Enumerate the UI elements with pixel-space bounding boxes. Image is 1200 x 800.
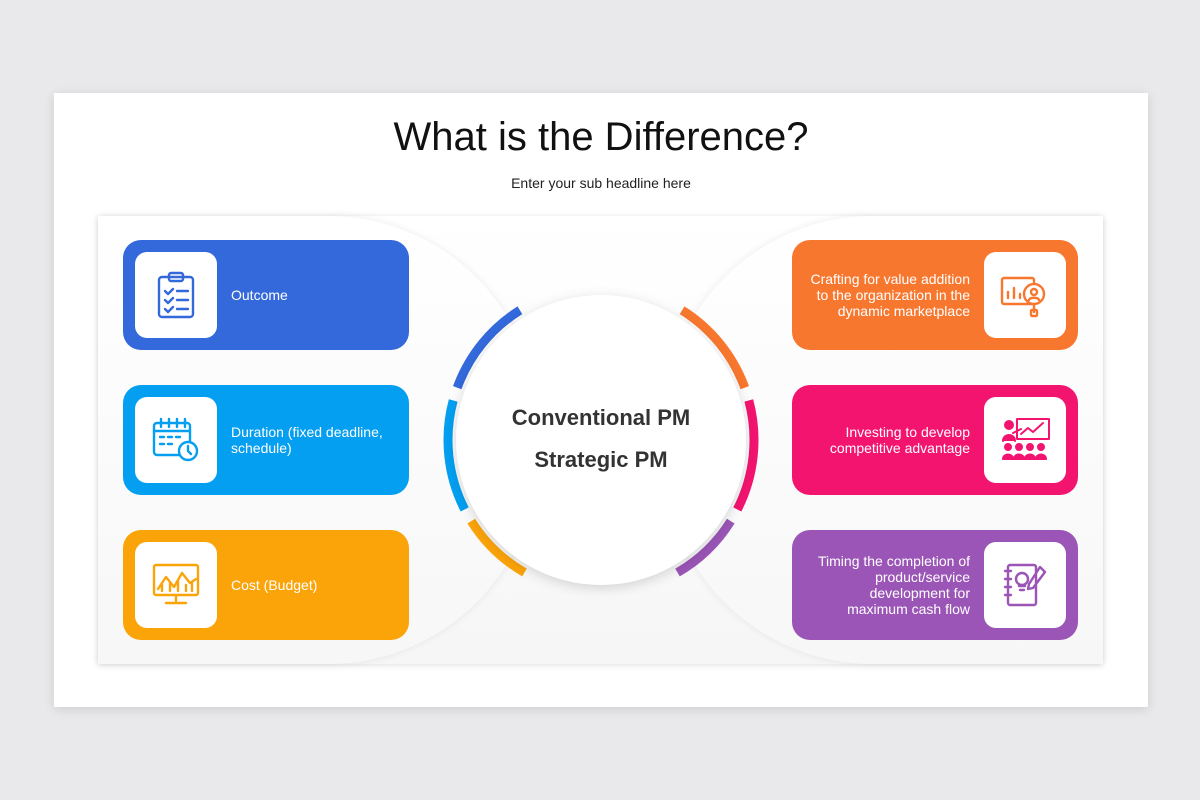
ring-segment-yellow	[467, 518, 527, 577]
card-duration: Duration (fixed deadline, schedule)	[123, 385, 409, 495]
card-timing-completion: Timing the completion of product/service…	[792, 530, 1078, 640]
chart-monitor-icon	[135, 542, 217, 628]
card-label: Timing the completion of product/service…	[818, 553, 970, 617]
ring-segment-purple	[675, 518, 735, 577]
ring-segment-orange	[679, 306, 749, 390]
center-circle: Conventional PM Strategic PM	[456, 295, 746, 585]
subtitle: Enter your sub headline here	[511, 175, 691, 191]
card-label: Duration (fixed deadline, schedule)	[231, 424, 383, 456]
card-label: Outcome	[231, 287, 288, 303]
presentation-audience-icon	[984, 397, 1066, 483]
page-title: What is the Difference?	[393, 115, 809, 159]
slide: What is the Difference? Enter your sub h…	[54, 93, 1148, 707]
ring-segment-pink	[733, 399, 759, 512]
card-outcome: Outcome	[123, 240, 409, 350]
idea-notebook-icon	[984, 542, 1066, 628]
card-label: Cost (Budget)	[231, 577, 318, 593]
card-competitive-advantage: Investing to develop competitive advanta…	[792, 385, 1078, 495]
calendar-clock-icon	[135, 397, 217, 483]
card-label: Crafting for value addition to the organ…	[810, 271, 970, 319]
card-value-addition: Crafting for value addition to the organ…	[792, 240, 1078, 350]
center-label-conventional: Conventional PM	[511, 405, 691, 430]
segmented-ring	[443, 306, 759, 577]
center-label-strategic: Strategic PM	[534, 447, 668, 472]
card-cost: Cost (Budget)	[123, 530, 409, 640]
card-label: Investing to develop competitive advanta…	[829, 424, 970, 456]
document-magnifier-icon	[984, 252, 1066, 338]
ring-segment-cyan	[443, 399, 469, 512]
clipboard-checklist-icon	[135, 252, 217, 338]
ring-segment-blue	[453, 306, 523, 390]
